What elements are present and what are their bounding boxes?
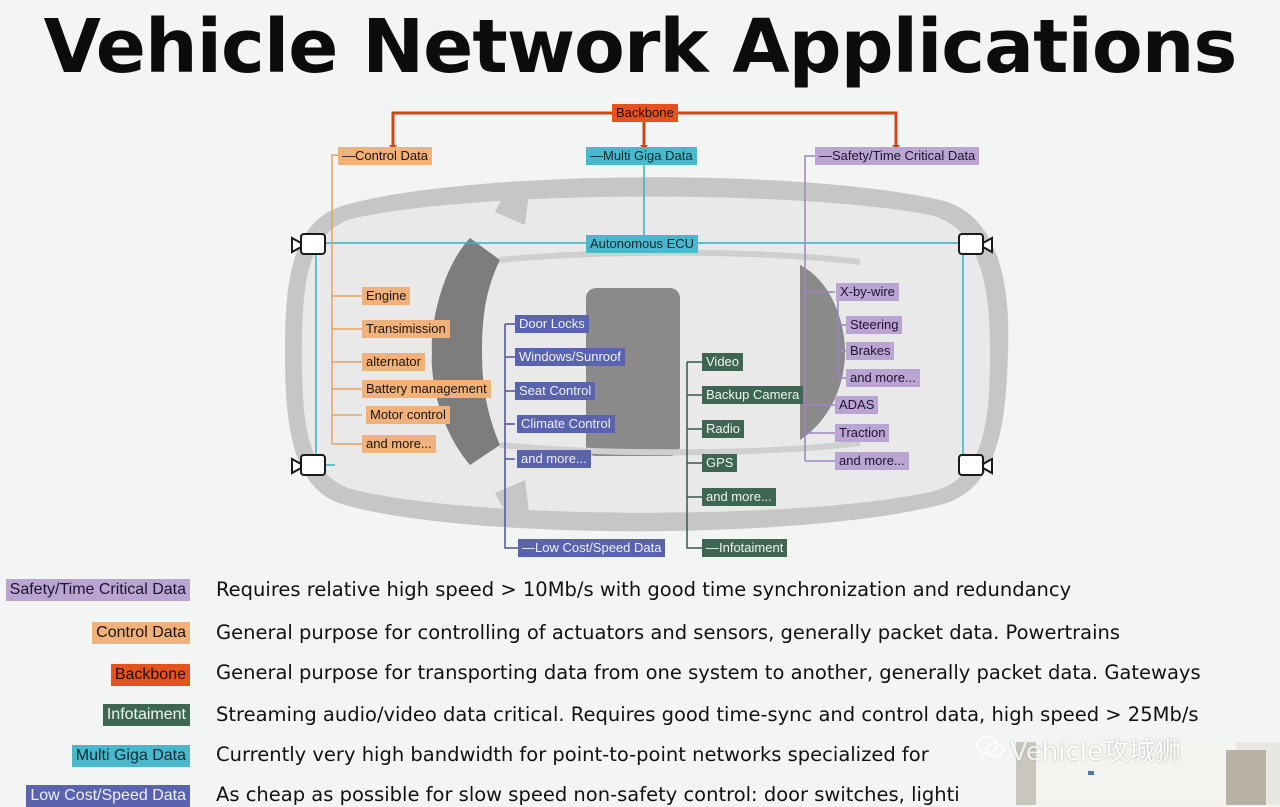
infotainment-item: Backup Camera — [702, 386, 804, 404]
safety-item: Traction — [835, 424, 890, 442]
safety-item: Steering — [846, 316, 903, 334]
legend-desc-multi-giga: Currently very high bandwidth for point-… — [216, 743, 929, 766]
legend-key-low-cost: Low Cost/Speed Data — [26, 785, 190, 807]
backbone-label: Backbone — [612, 104, 678, 122]
safety-item: X-by-wire — [836, 283, 899, 301]
low-cost-lines — [504, 323, 518, 549]
infotainment-label: —Infotaiment — [702, 539, 788, 557]
multi-giga-data-label: —Multi Giga Data — [586, 147, 697, 165]
low-cost-speed-label: —Low Cost/Speed Data — [518, 539, 666, 557]
low-cost-item: Windows/Sunroof — [515, 348, 625, 366]
safety-item: and more... — [846, 369, 920, 387]
legend-key-infotainment: Infotaiment — [102, 704, 190, 726]
control-item: Engine — [362, 287, 411, 305]
infotainment-item: GPS — [702, 454, 738, 472]
control-item: Transimission — [362, 320, 450, 338]
control-data-label: —Control Data — [338, 147, 432, 165]
legend-desc-safety: Requires relative high speed > 10Mb/s wi… — [216, 578, 1072, 601]
legend-key-control: Control Data — [92, 622, 190, 644]
low-cost-item: Door Locks — [515, 315, 589, 333]
legend-desc-infotainment: Streaming audio/video data critical. Req… — [216, 703, 1199, 726]
safety-data-label: —Safety/Time Critical Data — [815, 147, 980, 165]
page-title: Vehicle Network Applications — [43, 4, 1238, 90]
legend-desc-low-cost: As cheap as possible for slow speed non-… — [216, 783, 960, 806]
control-item: and more... — [362, 435, 436, 453]
legend-desc-control: General purpose for controlling of actua… — [216, 621, 1121, 644]
legend-key-safety: Safety/Time Critical Data — [5, 579, 190, 601]
multi-giga-lines — [315, 165, 965, 466]
network-diagram — [285, 111, 1009, 549]
wechat-icon — [976, 736, 1004, 758]
control-item: alternator — [362, 353, 425, 371]
safety-item: and more... — [835, 452, 909, 470]
infotainment-item: Radio — [702, 420, 744, 438]
infotainment-item: Video — [702, 353, 744, 371]
legend-key-backbone: Backbone — [110, 664, 190, 686]
control-item: Motor control — [366, 406, 450, 424]
safety-lines — [804, 155, 846, 462]
camera-icon — [291, 233, 993, 476]
low-cost-item: Seat Control — [515, 382, 596, 400]
infotainment-item: and more... — [702, 488, 776, 506]
low-cost-item: and more... — [517, 450, 591, 468]
legend-key-multi-giga: Multi Giga Data — [71, 745, 190, 767]
infotainment-lines — [686, 361, 702, 549]
legend-desc-backbone: General purpose for transporting data fr… — [216, 661, 1201, 684]
watermark-text: Vehicle攻城狮 — [1010, 737, 1181, 767]
safety-item: Brakes — [846, 342, 895, 360]
autonomous-ecu-label: Autonomous ECU — [586, 235, 699, 253]
control-lines — [331, 154, 362, 445]
video-inset — [1016, 742, 1280, 805]
safety-item: ADAS — [835, 396, 879, 414]
control-item: Battery management — [362, 380, 491, 398]
low-cost-item: Climate Control — [517, 415, 615, 433]
